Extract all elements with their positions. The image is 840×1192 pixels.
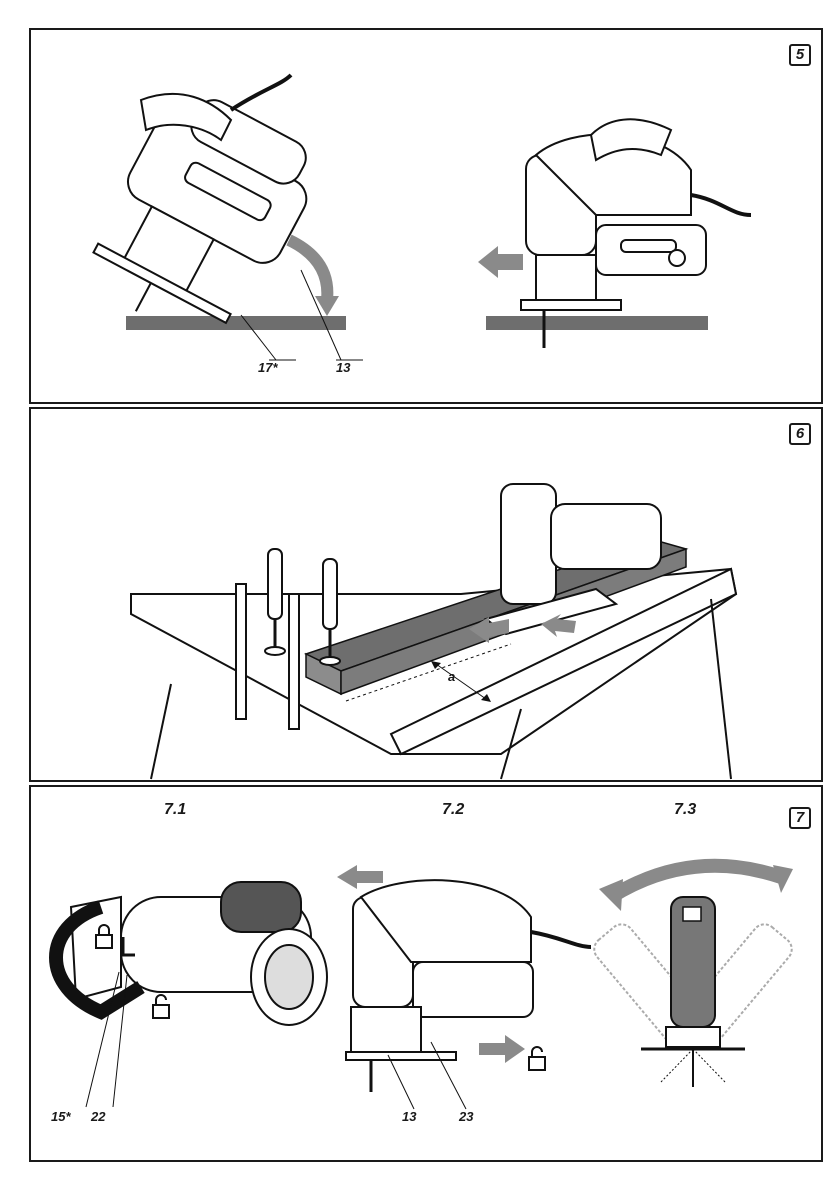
workpiece-board: [486, 316, 708, 330]
figure-7-panel: 7 7.1 7.2 7.3: [29, 785, 823, 1162]
padlock-unlocked-icon: [529, 1047, 545, 1070]
power-cord: [531, 932, 591, 947]
power-cord: [691, 195, 751, 215]
dimension-label: a: [448, 669, 455, 684]
workpiece-board: [126, 316, 346, 330]
jigsaw-side-view: [346, 880, 533, 1092]
power-cord: [231, 75, 291, 110]
jigsaw-upright: [521, 134, 706, 348]
callout-23: 23: [459, 1109, 473, 1124]
figure-7-illustration: [31, 787, 825, 1164]
callout-17: 17*: [258, 360, 278, 375]
jigsaw-front-view: [589, 897, 796, 1087]
callout-13: 13: [336, 360, 350, 375]
rotation-arrow-icon: [611, 866, 781, 897]
rotation-arrow-icon: [289, 240, 327, 300]
direction-arrow-icon: [478, 246, 523, 278]
callout-22: 22: [91, 1109, 105, 1124]
figure-6-illustration: [31, 409, 825, 784]
padlock-unlocked-icon: [153, 995, 169, 1018]
figure-5-panel: 5: [29, 28, 823, 404]
figure-6-panel: 6: [29, 407, 823, 782]
arrowhead: [315, 296, 339, 316]
direction-arrow-icon: [479, 1035, 525, 1063]
figure-5-illustration: [31, 30, 825, 406]
callout-15: 15*: [51, 1109, 71, 1124]
direction-arrow-icon: [337, 865, 383, 889]
callout-13: 13: [402, 1109, 416, 1124]
